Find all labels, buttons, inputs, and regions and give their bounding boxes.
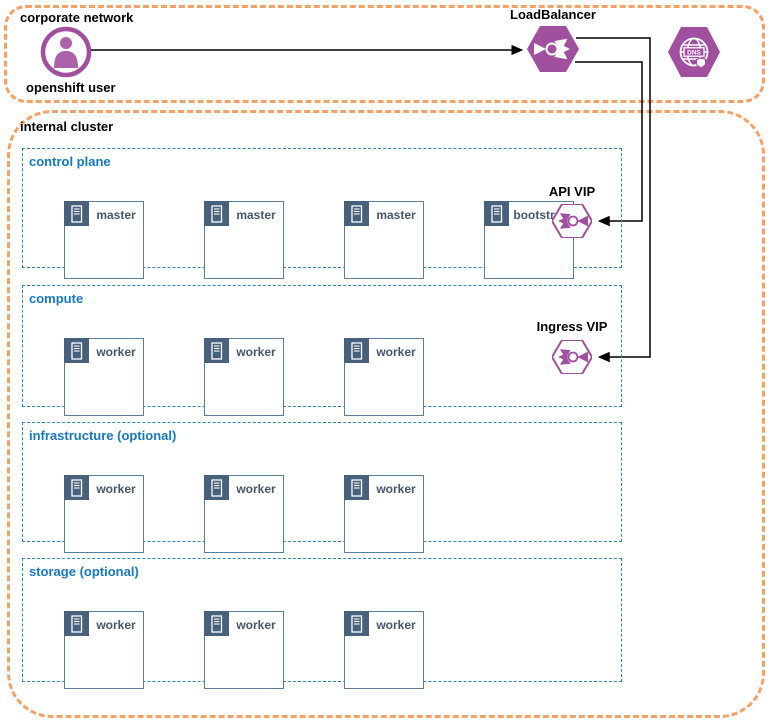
node-worker: worker xyxy=(64,475,144,553)
node-label: worker xyxy=(96,344,136,359)
ingress-vip-label: Ingress VIP xyxy=(536,319,608,334)
compute-nodes: worker worker worker xyxy=(23,306,621,416)
zone-compute: compute worker worker worker xyxy=(22,285,622,416)
node-icon-corner xyxy=(204,338,229,363)
node-icon-corner xyxy=(204,611,229,636)
internal-cluster-boundary xyxy=(7,110,765,718)
corporate-network-label: corporate network xyxy=(20,10,134,25)
node-icon-corner xyxy=(64,201,89,226)
zone-infrastructure-label: infrastructure (optional) xyxy=(29,428,177,443)
node-icon-corner xyxy=(344,611,369,636)
server-icon xyxy=(351,341,363,360)
node-worker: worker xyxy=(64,611,144,689)
server-icon xyxy=(211,614,223,633)
corporate-network-boundary xyxy=(4,5,765,103)
node-worker: worker xyxy=(344,475,424,553)
node-label: master xyxy=(376,207,416,222)
dns-icon: DNS xyxy=(668,27,720,77)
infrastructure-nodes: worker worker worker xyxy=(23,443,621,553)
server-icon xyxy=(211,478,223,497)
node-label: worker xyxy=(236,481,276,496)
server-icon xyxy=(71,478,83,497)
node-label: worker xyxy=(236,617,276,632)
node-label: worker xyxy=(96,617,136,632)
server-icon xyxy=(351,614,363,633)
dns-badge-text: DNS xyxy=(687,50,701,57)
zone-compute-label: compute xyxy=(29,291,84,306)
storage-nodes: worker worker worker xyxy=(23,579,621,689)
node-label: worker xyxy=(376,344,416,359)
node-label: worker xyxy=(236,344,276,359)
server-icon xyxy=(211,204,223,223)
node-master: master xyxy=(344,201,424,279)
node-icon-corner xyxy=(64,611,89,636)
server-icon xyxy=(351,478,363,497)
node-master: master xyxy=(64,201,144,279)
node-icon-corner xyxy=(64,338,89,363)
node-icon-corner xyxy=(204,475,229,500)
node-icon-corner xyxy=(484,201,509,226)
node-label: master xyxy=(236,207,276,222)
node-worker: worker xyxy=(204,475,284,553)
node-icon-corner xyxy=(344,475,369,500)
zone-storage-label: storage (optional) xyxy=(29,564,139,579)
openshift-user-label: openshift user xyxy=(26,80,116,95)
server-icon xyxy=(71,204,83,223)
node-label: worker xyxy=(96,481,136,496)
node-master: master xyxy=(204,201,284,279)
node-icon-corner xyxy=(344,201,369,226)
node-worker: worker xyxy=(204,611,284,689)
node-label: master xyxy=(96,207,136,222)
server-icon xyxy=(351,204,363,223)
openshift-user-icon xyxy=(40,26,92,78)
node-icon-corner xyxy=(204,201,229,226)
node-worker: worker xyxy=(344,338,424,416)
node-icon-corner xyxy=(344,338,369,363)
zone-control-plane-label: control plane xyxy=(29,154,111,169)
server-icon xyxy=(71,341,83,360)
zone-storage: storage (optional) worker worker worker xyxy=(22,558,622,689)
api-vip-label: API VIP xyxy=(548,184,596,199)
node-label: worker xyxy=(376,617,416,632)
node-worker: worker xyxy=(204,338,284,416)
node-worker: worker xyxy=(64,338,144,416)
server-icon xyxy=(71,614,83,633)
server-icon xyxy=(491,204,503,223)
node-worker: worker xyxy=(344,611,424,689)
ingress-vip-icon xyxy=(552,340,592,374)
node-icon-corner xyxy=(64,475,89,500)
internal-cluster-label: internal cluster xyxy=(20,119,114,134)
load-balancer-icon xyxy=(527,26,579,72)
server-icon xyxy=(211,341,223,360)
node-label: worker xyxy=(376,481,416,496)
api-vip-icon xyxy=(552,204,592,238)
load-balancer-label: LoadBalancer xyxy=(510,7,596,22)
